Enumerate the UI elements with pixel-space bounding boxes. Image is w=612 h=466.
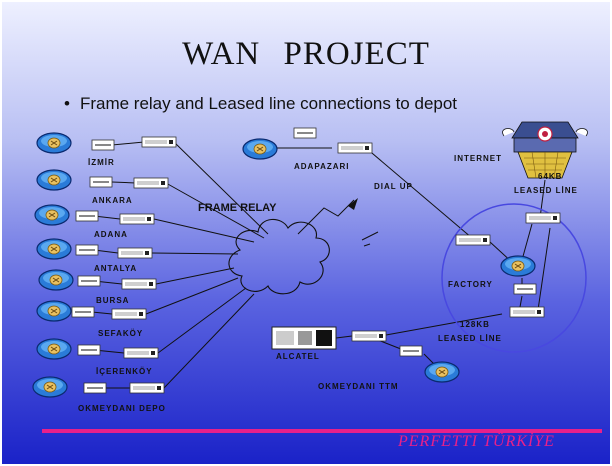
modem-icon — [509, 306, 545, 318]
modem-icon — [77, 275, 101, 287]
router-icon — [424, 361, 460, 383]
label-icerenkoy: İÇERENKÖY — [96, 367, 153, 376]
modem-icon — [91, 139, 115, 151]
label-frame-relay: FRAME RELAY — [198, 202, 277, 214]
bullet-point: • Frame relay and Leased line connections… — [64, 94, 457, 114]
footer-divider — [42, 429, 602, 433]
modem-icon — [119, 213, 155, 225]
router-icon — [34, 204, 70, 226]
router-icon — [242, 138, 278, 160]
modem-icon — [133, 177, 169, 189]
alcatel-switch-icon — [271, 326, 337, 350]
modem-icon — [77, 344, 101, 356]
modem-icon — [129, 382, 165, 394]
footer-brand: PERFETTI TÜRKİYE — [398, 433, 555, 450]
label-adapazari: ADAPAZARI — [294, 162, 350, 171]
modem-icon — [293, 127, 317, 139]
modem-icon — [71, 306, 95, 318]
modem-icon — [399, 345, 423, 357]
modem-icon — [121, 278, 157, 290]
router-icon — [38, 269, 74, 291]
modem-icon — [123, 347, 159, 359]
router-icon — [36, 169, 72, 191]
label-bursa: BURSA — [96, 296, 130, 305]
label-sefakoy: SEFAKÖY — [98, 329, 144, 338]
label-adana: ADANA — [94, 230, 128, 239]
label-64kb: 64KB — [538, 172, 563, 181]
label-128kb: 128KB — [460, 320, 490, 329]
modem-icon — [117, 247, 153, 259]
label-okmeydani-ttm: OKMEYDANI TTM — [318, 382, 399, 391]
router-icon — [36, 300, 72, 322]
label-antalya: ANTALYA — [94, 264, 138, 273]
modem-icon — [75, 244, 99, 256]
label-dial-up: DIAL UP — [374, 182, 413, 191]
modem-icon — [75, 210, 99, 222]
modem-icon — [351, 330, 387, 342]
factory-circle — [441, 203, 587, 353]
label-internet: INTERNET — [454, 154, 502, 163]
modem-icon — [83, 382, 107, 394]
modem-icon — [455, 234, 491, 246]
slide-title: WAN PROJECT — [182, 36, 430, 72]
modem-icon — [337, 142, 373, 154]
modem-icon — [513, 283, 537, 295]
router-icon — [500, 255, 536, 277]
modem-icon — [141, 136, 177, 148]
bullet-marker: • — [64, 94, 70, 113]
label-alcatel: ALCATEL — [276, 352, 320, 361]
label-okmeydani-depo: OKMEYDANI DEPO — [78, 404, 166, 413]
label-128kb-leased-line: LEASED LİNE — [438, 334, 502, 343]
frame-relay-cloud-icon — [228, 198, 379, 295]
internet-globe-icon — [502, 121, 588, 179]
label-ankara: ANKARA — [92, 196, 133, 205]
label-64kb-leased-line: LEASED LİNE — [514, 186, 578, 195]
modem-icon — [525, 212, 561, 224]
modem-icon — [89, 176, 113, 188]
bullet-text: Frame relay and Leased line connections … — [79, 94, 458, 113]
router-icon — [36, 132, 72, 154]
router-icon — [36, 338, 72, 360]
label-factory: FACTORY — [448, 280, 493, 289]
router-icon — [32, 376, 68, 398]
router-icon — [36, 238, 72, 260]
label-izmir: İZMİR — [88, 158, 115, 167]
modem-icon — [111, 308, 147, 320]
